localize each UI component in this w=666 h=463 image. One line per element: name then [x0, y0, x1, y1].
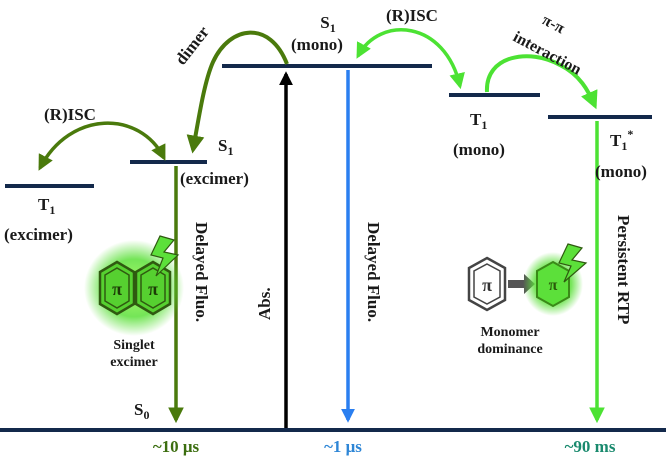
monomer-ring-gray-inner [473, 263, 501, 305]
excimer-ring-left-inner [104, 267, 130, 309]
label-pi-pi: π-π [539, 12, 567, 38]
lifetime-rtp: ~90 ms [565, 437, 616, 456]
risc-right-arrow [356, 28, 465, 90]
monomer-pi-gray: π [482, 275, 492, 295]
label-risc-right: (R)ISC [386, 6, 438, 25]
label-s1-mono: S1 [320, 13, 335, 35]
label-t1-excimer: T1 [38, 195, 55, 217]
lightning-icon [150, 235, 180, 277]
pi-pi-transfer-arrow [484, 54, 598, 110]
lightning-icon [558, 243, 588, 283]
singlet-excimer-illustration: π π Singlet excimer [84, 235, 184, 370]
label-t1-star-state: (mono) [595, 162, 647, 181]
label-abs: Abs. [255, 287, 274, 320]
label-t1-mono-state: (mono) [453, 140, 505, 159]
label-s1-excimer-state: (excimer) [180, 169, 249, 188]
excimer-pi-right: π [148, 279, 158, 299]
monomer-ring-gray [467, 256, 507, 312]
excimer-caption-line1: Singlet [113, 338, 155, 353]
label-delayed-fluo-mono: Delayed Fluo. [364, 222, 383, 322]
label-interaction: interaction [510, 29, 584, 79]
label-t1-excimer-state: (excimer) [4, 225, 73, 244]
label-risc-left: (R)ISC [44, 105, 96, 124]
excimer-pi-left: π [112, 279, 122, 299]
lifetime-mono: ~1 μs [324, 437, 362, 456]
label-t1-mono: T1 [470, 110, 487, 132]
label-s0: S0 [134, 400, 149, 422]
monomer-dominance-illustration: π π Monomer dominance [467, 243, 588, 357]
excimer-caption-line2: excimer [110, 355, 157, 370]
excimer-ring-left [98, 260, 136, 316]
lifetime-excimer: ~10 μs [153, 437, 200, 456]
monomer-caption-line2: dominance [477, 342, 542, 357]
excimer-ring-right-inner [140, 267, 166, 309]
label-t1-star: T1* [610, 127, 633, 153]
monomer-caption-line1: Monomer [480, 325, 539, 340]
label-s1-excimer: S1 [218, 136, 233, 158]
dimer-arrow [186, 30, 289, 154]
risc-left-arrow [38, 121, 166, 171]
excimer-ring-right [134, 260, 172, 316]
label-dimer: dimer [171, 22, 213, 68]
monomer-pi-green: π [549, 277, 558, 294]
label-delayed-fluo-excimer: Delayed Fluo. [192, 222, 211, 322]
label-s1-mono-state: (mono) [291, 35, 343, 54]
label-persistent-rtp: Persistent RTP [614, 215, 633, 324]
